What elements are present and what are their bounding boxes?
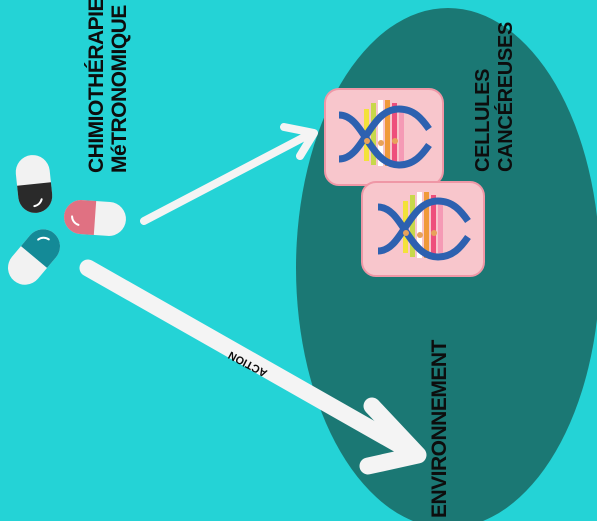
dna-icon <box>377 192 471 261</box>
pill-teal-icon <box>8 229 60 285</box>
cells-label-line2: CANCÉREUSES <box>494 22 517 172</box>
therapy-label-line2: MéTRONOMIQUE <box>108 5 131 173</box>
pill-dark-icon <box>15 155 53 213</box>
arrow-to-cells <box>140 123 318 225</box>
arrow-action-to-environment <box>79 259 427 475</box>
environment-label: ENVIRONNEMENT <box>428 339 451 518</box>
cell-card-1 <box>324 88 444 186</box>
cell-card-2 <box>361 181 485 277</box>
pill-pink-icon <box>64 200 126 236</box>
dna-icon <box>338 100 432 169</box>
therapy-label-line1: CHIMIOTHÉRAPIE <box>85 0 108 173</box>
cells-label-line1: CELLULES <box>472 69 494 172</box>
